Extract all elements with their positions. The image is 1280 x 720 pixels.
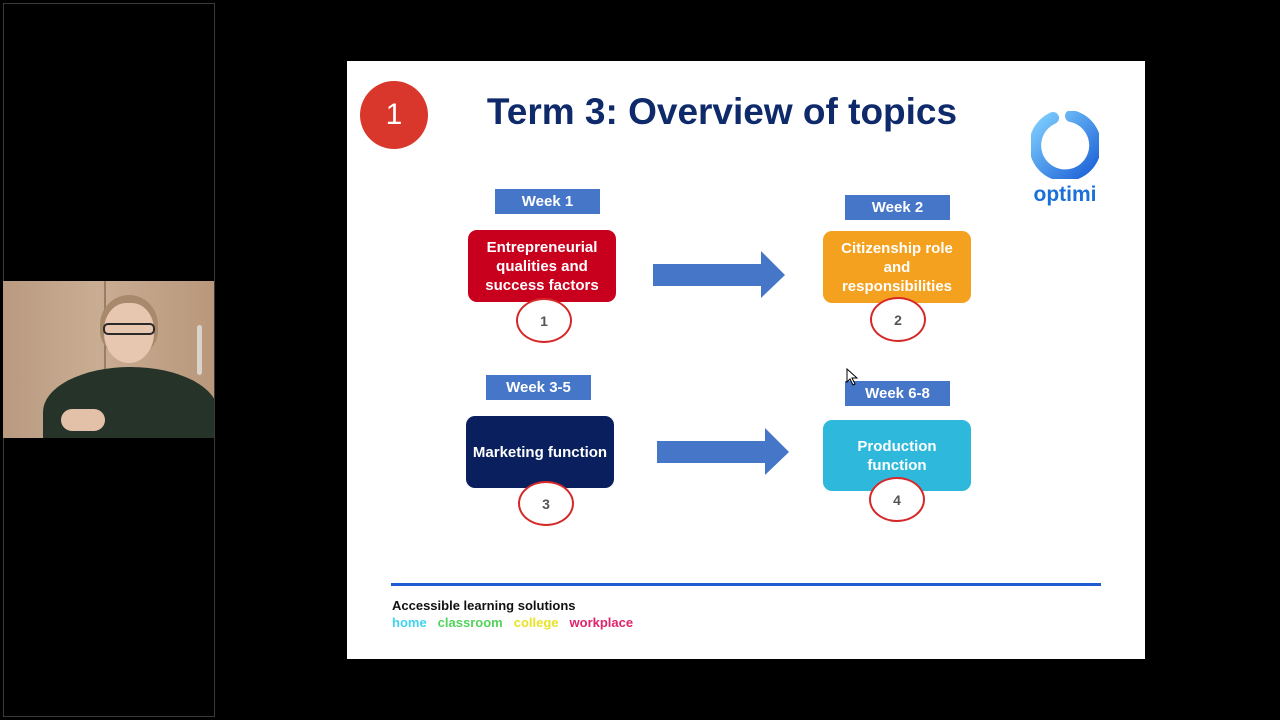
step-1-circle: 1 bbox=[516, 298, 572, 343]
week-3-5-tab: Week 3-5 bbox=[486, 375, 591, 400]
footer-divider bbox=[391, 583, 1101, 586]
week-2-tab: Week 2 bbox=[845, 195, 950, 220]
slide: 1 Term 3: Overview of topics optimi Week… bbox=[347, 61, 1145, 659]
cabinet-handle bbox=[197, 325, 202, 375]
topic-citizenship-role: Citizenship role and responsibilities bbox=[823, 231, 971, 303]
presenter-glasses bbox=[103, 323, 155, 335]
optimi-logo-text: optimi bbox=[1033, 183, 1097, 206]
presenter-hand bbox=[61, 409, 105, 431]
footer-tagline: Accessible learning solutions bbox=[392, 598, 576, 613]
topic-marketing-function: Marketing function bbox=[466, 416, 614, 488]
presenter-video[interactable] bbox=[3, 281, 214, 438]
cabinet-seam bbox=[104, 281, 106, 438]
footer-tag-classroom: classroom bbox=[437, 615, 503, 630]
mouse-cursor-icon bbox=[846, 368, 858, 386]
step-2-circle: 2 bbox=[870, 297, 926, 342]
arrow-right-icon bbox=[657, 428, 789, 475]
slide-number-badge: 1 bbox=[360, 81, 428, 149]
footer-tag-workplace: workplace bbox=[569, 615, 634, 630]
week-1-tab: Week 1 bbox=[495, 189, 600, 214]
arrow-right-icon bbox=[653, 251, 785, 298]
footer-tags: home classroom college workplace bbox=[392, 615, 633, 630]
footer-tag-home: home bbox=[392, 615, 427, 630]
step-3-circle: 3 bbox=[518, 481, 574, 526]
slide-title: Term 3: Overview of topics bbox=[486, 91, 958, 132]
optimi-logo-icon bbox=[1031, 111, 1099, 179]
step-4-circle: 4 bbox=[869, 477, 925, 522]
week-6-8-tab: Week 6-8 bbox=[845, 381, 950, 406]
topic-entrepreneurial-qualities: Entrepreneurial qualities and success fa… bbox=[468, 230, 616, 302]
footer-tag-college: college bbox=[513, 615, 559, 630]
optimi-logo: optimi bbox=[1025, 111, 1105, 211]
